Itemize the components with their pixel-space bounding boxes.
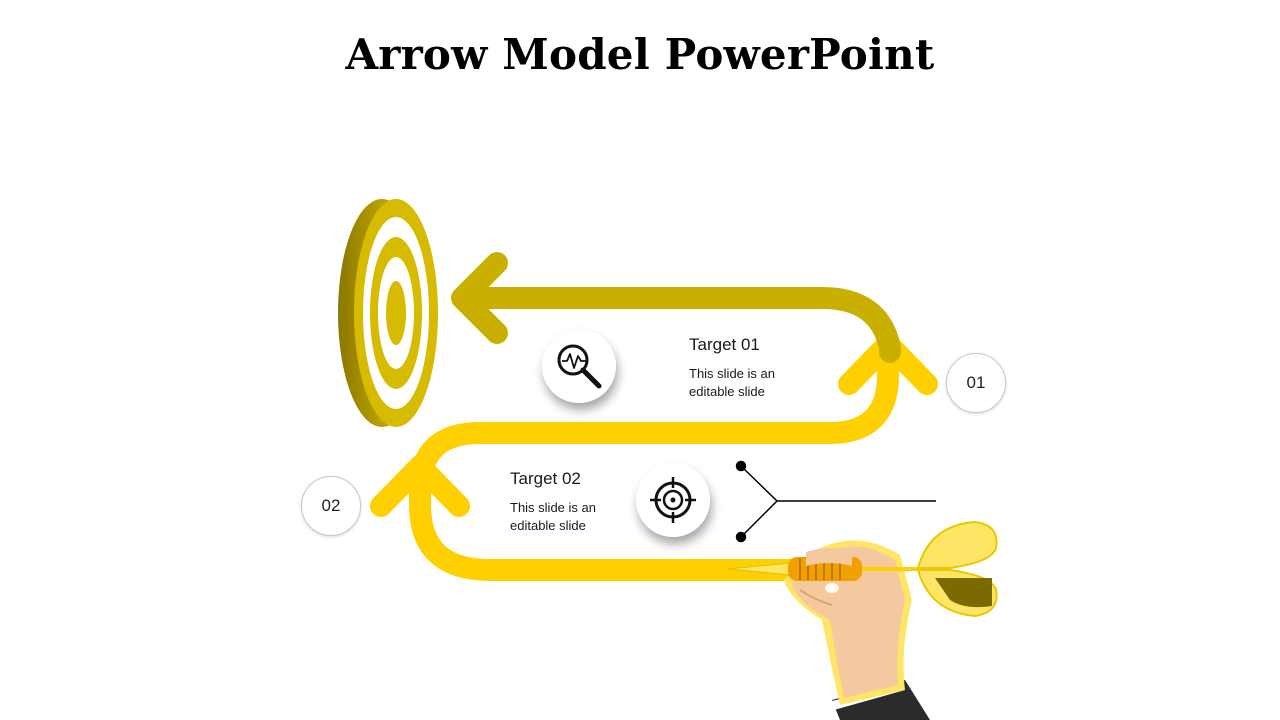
step-2-number-badge: 02 — [301, 476, 361, 536]
upper-arrow-shape — [462, 263, 890, 352]
step-2-body-line1: This slide is an — [510, 499, 596, 517]
crosshair-target-icon — [636, 463, 710, 537]
step-2-heading: Target 02 — [510, 469, 581, 489]
step-1-number-badge: 01 — [946, 353, 1006, 413]
step-2-body-line2: editable slide — [510, 517, 596, 535]
step-2-body: This slide is an editable slide — [510, 499, 596, 535]
hand-with-dart-illustration — [728, 522, 997, 720]
step-1-body-line2: editable slide — [689, 383, 775, 401]
step-1-body-line1: This slide is an — [689, 365, 775, 383]
magnifier-pulse-icon — [542, 329, 616, 403]
step-1-heading: Target 01 — [689, 335, 760, 355]
target-board-icon — [338, 199, 438, 427]
connector-lines — [737, 462, 937, 542]
lower-arrow-shape — [381, 344, 927, 570]
step-1-body: This slide is an editable slide — [689, 365, 775, 401]
